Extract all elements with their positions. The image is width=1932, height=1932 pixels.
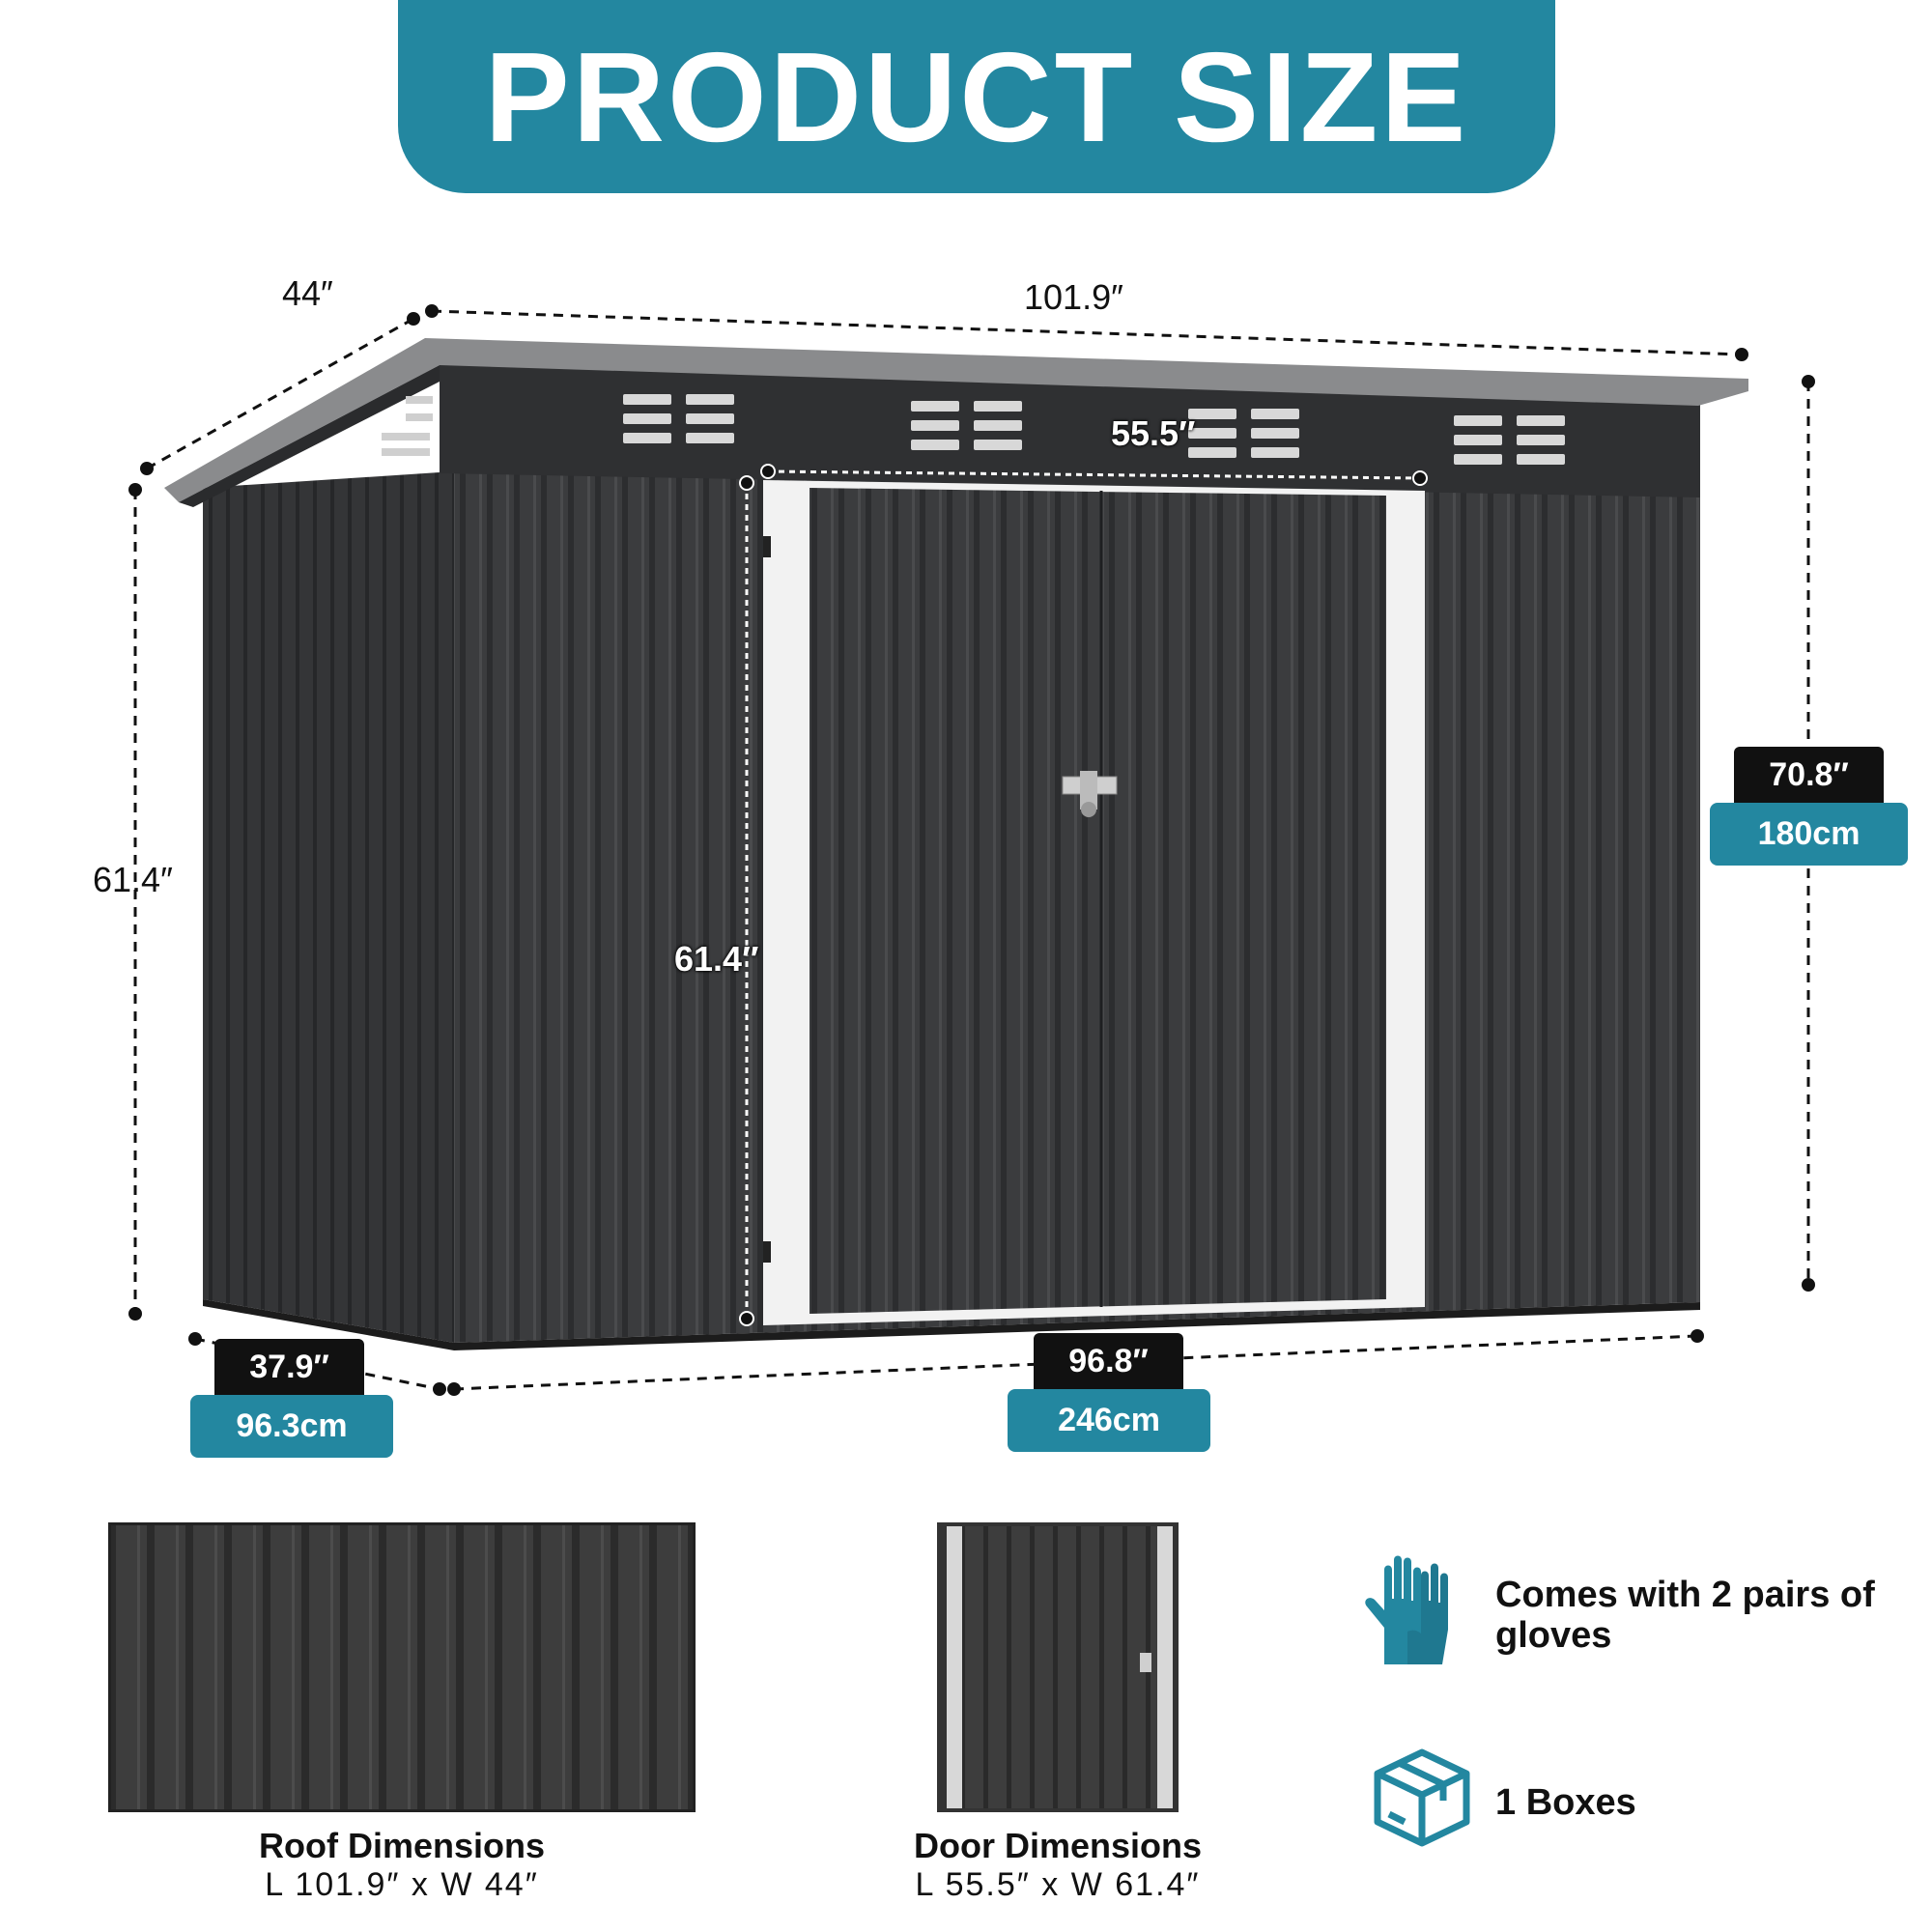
door-panel-image — [937, 1522, 1179, 1812]
double-door — [810, 488, 1386, 1314]
side-vents — [382, 396, 433, 456]
length-cm-tag: 246cm — [1008, 1389, 1210, 1452]
gloves-feature-text: Comes with 2 pairs of gloves — [1495, 1575, 1875, 1656]
depth-cm-tag: 96.3cm — [190, 1395, 393, 1458]
depth-inch-tag: 37.9″ — [214, 1339, 364, 1395]
front-vents — [623, 394, 1565, 465]
door-width-label: 55.5″ — [1111, 413, 1196, 453]
boxes-feature-text: 1 Boxes — [1495, 1782, 1636, 1823]
depth-top-label: 44″ — [282, 273, 333, 313]
roof-edge — [164, 338, 1748, 502]
shed-illustration — [128, 304, 1815, 1396]
roof-panel-title: Roof Dimensions — [258, 1826, 545, 1865]
door-dimension-lines — [745, 469, 1421, 1319]
height-left-label: 61.4″ — [93, 860, 173, 899]
roof-panel-image — [108, 1522, 696, 1812]
door-height-label: 61.4″ — [674, 939, 759, 979]
height-inch-tag: 70.8″ — [1734, 747, 1884, 803]
shed-side-wall — [203, 471, 454, 1343]
length-inch-tag: 96.8″ — [1034, 1333, 1183, 1389]
door-panel-title: Door Dimensions — [913, 1826, 1203, 1865]
banner-title: PRODUCT SIZE — [484, 25, 1469, 168]
box-icon — [1374, 1748, 1470, 1847]
title-banner: PRODUCT SIZE — [398, 0, 1555, 193]
roof-panel-size: L 101.9″ x W 44″ — [265, 1866, 539, 1903]
gloves-icon — [1365, 1555, 1448, 1664]
height-cm-tag: 180cm — [1710, 803, 1908, 866]
length-top-label: 101.9″ — [1024, 277, 1123, 317]
door-panel-size: L 55.5″ x W 61.4″ — [915, 1866, 1201, 1903]
door-latch — [1062, 771, 1118, 817]
